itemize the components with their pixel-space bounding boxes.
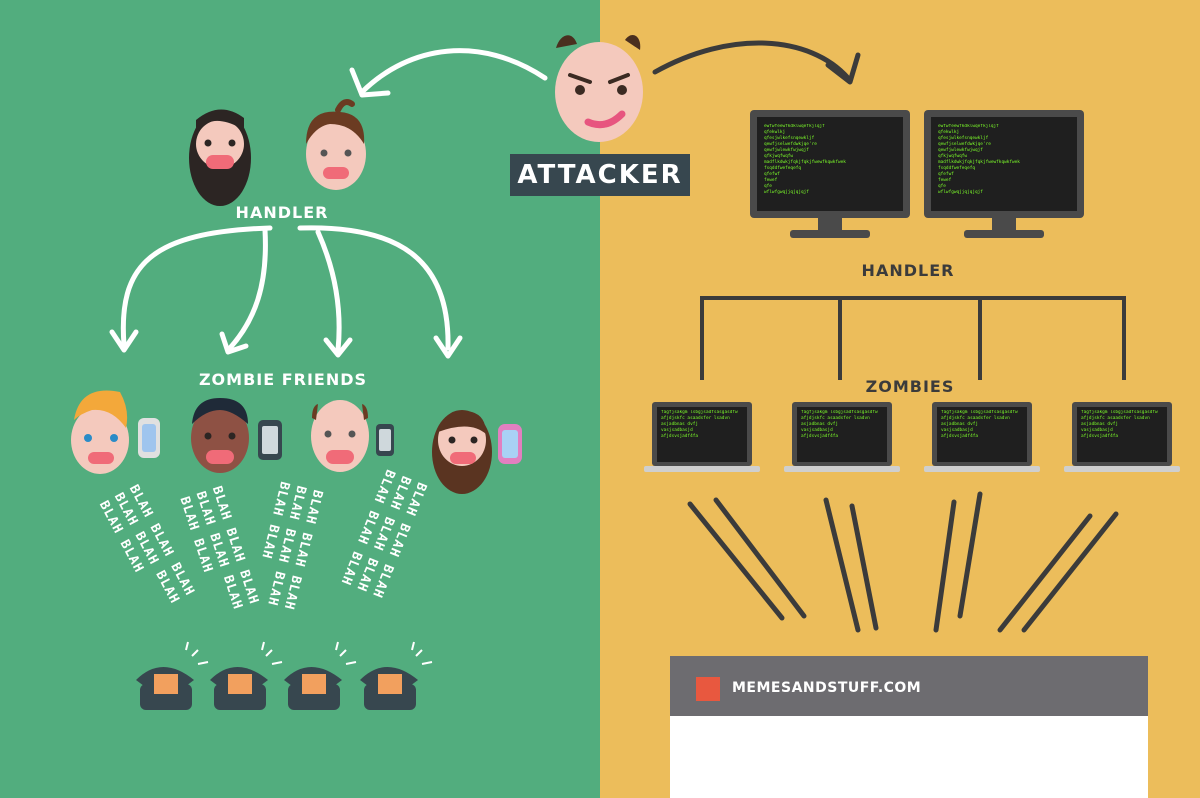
zombie-laptop-icon bbox=[924, 402, 1040, 472]
telephone-icon bbox=[136, 641, 209, 710]
zombie-laptop-screen-text: fagfjsakgm lsbgjsadfsasgasdfw afjdjskfc … bbox=[801, 410, 878, 439]
handler-to-zombies-connector bbox=[700, 296, 1126, 380]
zombie-laptop-screen-text: fagfjsakgm lsbgjsadfsasgasdfw afjdjskfc … bbox=[1081, 410, 1158, 439]
attacker-to-computers-arrow bbox=[652, 40, 851, 81]
attack-traffic-lines bbox=[687, 491, 1119, 633]
target-website-body bbox=[670, 716, 1148, 798]
zombie-friend-dark-avatar-icon bbox=[191, 398, 282, 473]
attacker-avatar-icon bbox=[555, 35, 643, 142]
zombies-label: ZOMBIES bbox=[865, 377, 955, 396]
attacker-label: ATTACKER bbox=[517, 160, 683, 190]
telephone-icon bbox=[284, 641, 357, 710]
handler-monitor-screen-text: ewfwfeewfkdklwqefkjlqjf qfekwlkj qfesjwl… bbox=[764, 124, 846, 195]
target-website-header bbox=[670, 656, 1148, 716]
attacker-to-handlers-arrow bbox=[359, 48, 548, 95]
right-handler-label: HANDLER bbox=[861, 261, 955, 280]
site-logo-square-icon bbox=[696, 677, 720, 701]
zombie-laptop-icon bbox=[784, 402, 900, 472]
zombie-friend-bald-avatar-icon bbox=[311, 400, 394, 472]
attacker-to-handlers-arrowhead bbox=[349, 67, 391, 98]
attacker-label-box: ATTACKER bbox=[510, 154, 690, 196]
zombie-laptop-screen-text: fagfjsakgm lsbgjsadfsasgasdfw afjdjskfc … bbox=[941, 410, 1018, 439]
zombie-friends-label: ZOMBIE FRIENDS bbox=[198, 370, 368, 389]
zombie-laptop-icon bbox=[644, 402, 760, 472]
zombie-friend-blonde-avatar-icon bbox=[71, 390, 160, 474]
zombie-laptop-screen-text: fagfjsakgm lsbgjsadfsasgasdfw afjdjskfc … bbox=[661, 410, 738, 439]
handler-to-zombies-arrows bbox=[109, 225, 463, 359]
zombie-laptop-icon bbox=[1064, 402, 1180, 472]
handler-monitor-icon bbox=[750, 110, 910, 238]
left-handler-label: HANDLER bbox=[235, 203, 329, 222]
target-website-name: MEMESANDSTUFF.COM bbox=[732, 680, 922, 696]
zombie-friend-brunette-avatar-icon bbox=[432, 410, 522, 494]
handler-monitor-icon bbox=[924, 110, 1084, 238]
handler-monitor-screen-text: ewfwfeewfkdklwqefkjlqjf qfekwlkj qfesjwl… bbox=[938, 124, 1020, 195]
handler-woman-avatar-icon bbox=[189, 109, 251, 206]
attacker-to-computers-arrowhead bbox=[825, 52, 861, 85]
telephone-icon bbox=[210, 641, 283, 710]
handler-man-avatar-icon bbox=[306, 99, 366, 190]
telephone-icon bbox=[360, 641, 433, 710]
